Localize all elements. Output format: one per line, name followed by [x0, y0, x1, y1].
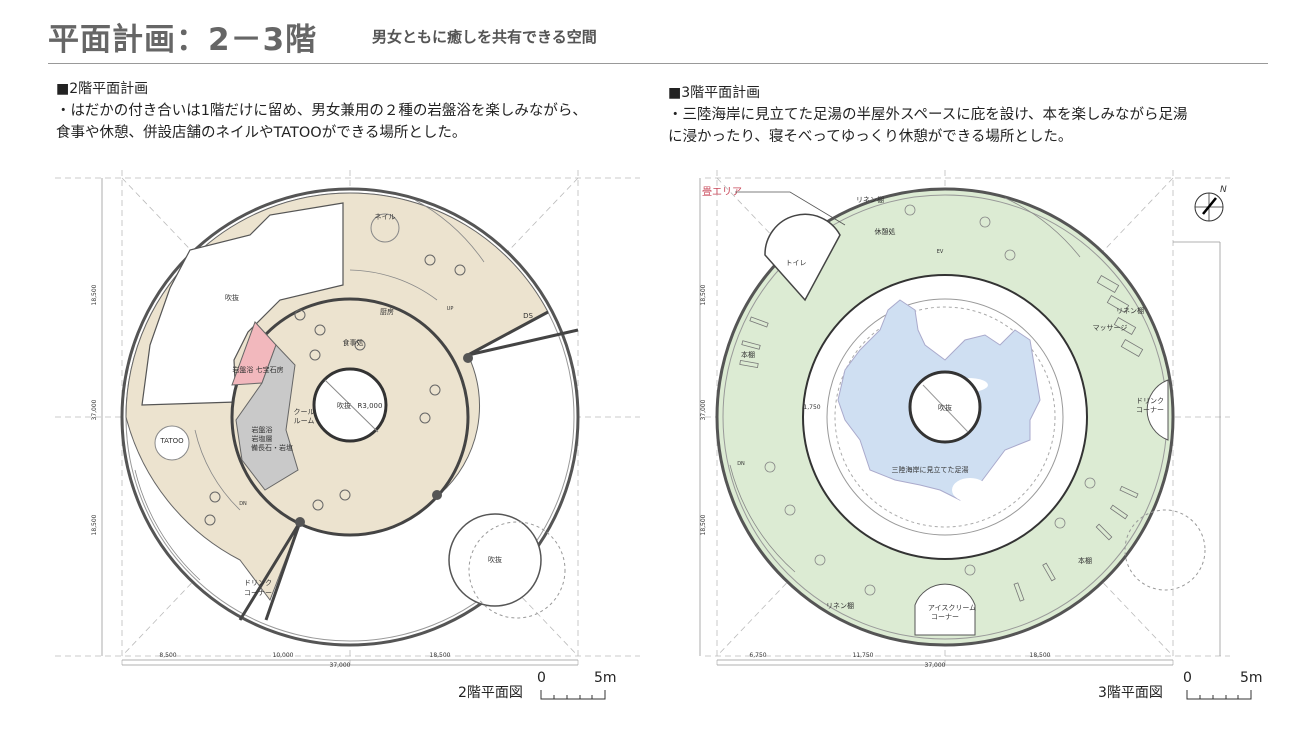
floor3-cushions [764, 204, 1096, 596]
floor3-description: ■3階平面計画 ・三陸海岸に見立てた足湯の半屋外スペースに庇を設け、本を楽しみな… [668, 82, 1188, 148]
label-footbath: 三陸海岸に見立てた足湯 [892, 465, 969, 474]
floor3-icecream-corner [914, 583, 976, 636]
label-shelf2: 本棚 [1078, 556, 1092, 565]
floor2-dimension-lines [101, 178, 578, 666]
label-bath2c: 備長石・岩塩 [251, 443, 293, 452]
label-ds: DS [523, 312, 533, 320]
label-linen1: リネン棚 [856, 195, 884, 204]
label-bath2a: 岩盤浴 [252, 425, 273, 434]
label-ice2: コーナー [931, 613, 959, 621]
label-radius: R3,000 [358, 402, 383, 410]
dim-d3: 18,500 [1030, 652, 1051, 659]
label-linen3: リネン棚 [826, 601, 854, 610]
label-void: 吹抜 [938, 403, 952, 412]
floor2-description: ■2階平面計画 ・はだかの付き合いは1階だけに留め、男女兼用の２種の岩盤浴を楽し… [56, 78, 587, 144]
label-kitchen: 厨房 [380, 307, 394, 316]
label-drink1: ドリンク [244, 579, 272, 587]
label-drink1: ドリンク [1136, 397, 1164, 405]
floor3-heading: ■3階平面計画 [668, 85, 761, 101]
label-void-sub: 吹抜 [488, 555, 502, 564]
floor2-sub-void [448, 513, 542, 607]
floor3-loungers [739, 274, 1144, 602]
label-cool2: ルーム [294, 417, 315, 425]
label-ev: EV [937, 249, 944, 255]
label-shelf1: 本棚 [741, 350, 755, 359]
north-label: N [1220, 185, 1227, 195]
label-ring-width: 1,750 [803, 404, 820, 411]
label-rest: 休憩処 [875, 227, 896, 236]
label-void-main: 吹抜 [225, 293, 239, 302]
north-arrow-icon: N [1194, 185, 1227, 222]
label-drink2: コーナー [1136, 406, 1164, 414]
label-nail: ネイル [375, 213, 396, 221]
label-bath1: 岩盤浴 七宝石房 [232, 365, 283, 374]
label-massage: マッサージ [1093, 324, 1128, 332]
page-title: 平面計画：2－3階 [48, 22, 318, 58]
floor3-toilet [764, 213, 841, 302]
dim-d2: 10,000 [273, 652, 294, 659]
title-divider [48, 63, 1268, 64]
floor2-plan: 吹抜 ネイル 厨房 食事処 岩盤浴 七宝石房 吹抜 R3,000 クール ルーム… [55, 170, 640, 669]
floor2-scale-5m: 5m [594, 670, 617, 686]
label-void-center: 吹抜 [337, 401, 351, 410]
floor3-stairs [729, 197, 1081, 573]
page-subtitle: 男女ともに癒しを共有できる空間 [372, 28, 597, 46]
label-dn: DN [737, 461, 745, 467]
dim-v2: 18,500 [91, 514, 98, 535]
label-toilet: トイレ [786, 259, 807, 267]
floor3-text-line2: に浸かったり、寝そべってゆっくり休憩ができる場所とした。 [668, 129, 1073, 145]
dim-d1: 8,500 [159, 652, 176, 659]
floor3-drink-corner [1146, 379, 1169, 441]
label-bath2b: 岩塩層 [252, 434, 273, 443]
scale-bar-floor3 [1186, 690, 1252, 700]
scale-bar-floor2 [540, 690, 606, 700]
dim-total: 37,000 [925, 662, 946, 669]
label-tatoo: TATOO [159, 437, 184, 445]
floor2-bath-gray [235, 344, 299, 491]
floor3-scale-zero: 0 [1183, 670, 1192, 686]
label-drink2: コーナー [244, 589, 272, 597]
dim-d1: 6,750 [749, 652, 766, 659]
dim-v2: 18,500 [700, 514, 707, 535]
dim-d3: 18,500 [430, 652, 451, 659]
floor3-text-line1: ・三陸海岸に見立てた足湯の半屋外スペースに庇を設け、本を楽しみながら足湯 [668, 107, 1188, 123]
label-dining: 食事処 [343, 338, 364, 347]
floor3-plan: 畳エリア リネン棚 休憩処 トイレ リネン棚 マッサージ 本棚 ドリンク コーナ… [699, 170, 1230, 669]
floor2-text-line1: ・はだかの付き合いは1階だけに留め、男女兼用の２種の岩盤浴を楽しみながら、 [56, 103, 587, 119]
label-dn: DN [239, 501, 247, 507]
label-up: UP [447, 306, 454, 312]
floor2-void-main [141, 202, 344, 406]
floor2-caption: 2階平面図 [458, 685, 523, 701]
dim-v1: 18,500 [91, 284, 98, 305]
floor2-heading: ■2階平面計画 [56, 81, 149, 97]
label-tatami: 畳エリア [702, 186, 742, 198]
dim-d2: 11,750 [853, 652, 874, 659]
floor3-dimension-lines [699, 178, 1221, 666]
label-linen2: リネン棚 [1116, 306, 1144, 315]
floor3-caption: 3階平面図 [1098, 685, 1163, 701]
label-cool1: クール [294, 408, 315, 416]
dim-vt: 37,000 [700, 399, 707, 420]
floor3-scale-5m: 5m [1240, 670, 1263, 686]
floor2-scale-zero: 0 [537, 670, 546, 686]
label-ice1: アイスクリーム [928, 604, 976, 612]
floor2-stairs [134, 199, 485, 581]
floor2-tables [204, 254, 466, 526]
dim-v1: 18,500 [700, 284, 707, 305]
dim-vt: 37,000 [91, 399, 98, 420]
floor2-text-line2: 食事や休憩、併設店舗のネイルやTATOOができる場所とした。 [56, 125, 467, 141]
dim-total: 37,000 [330, 662, 351, 669]
